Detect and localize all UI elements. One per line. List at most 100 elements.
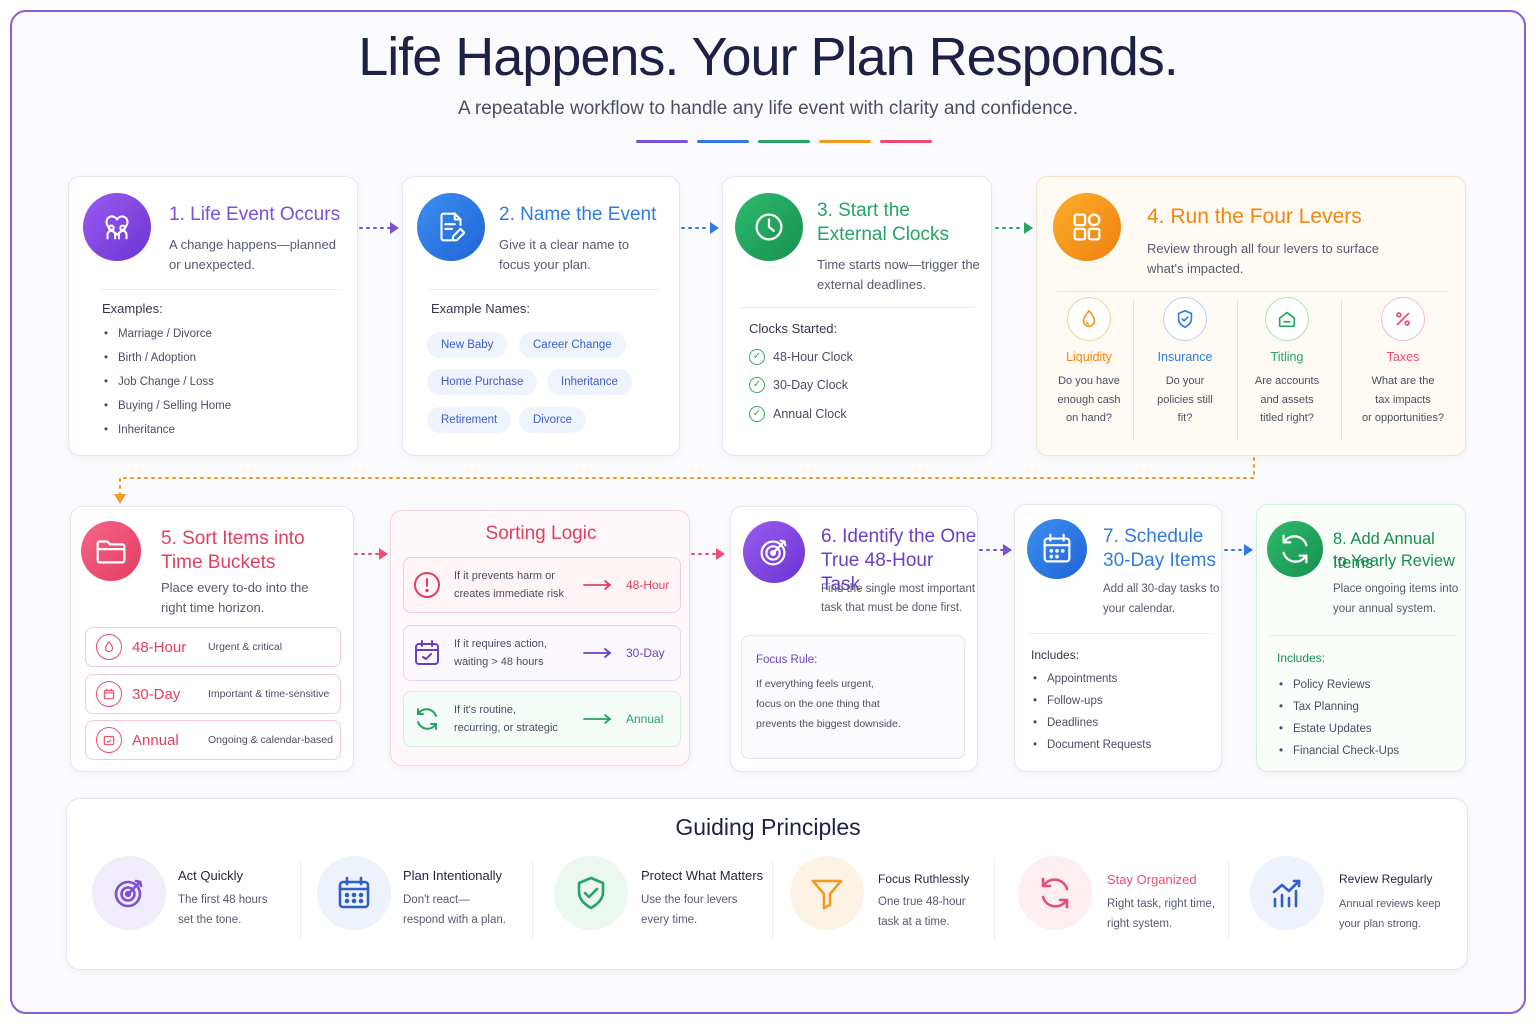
percent-icon — [1381, 297, 1425, 341]
list-item: Financial Check-Ups — [1279, 740, 1399, 762]
lever-name: Insurance — [1157, 350, 1213, 364]
example-name-chip: Home Purchase — [427, 369, 538, 395]
sorting-rule-30-day: If it requires action,waiting > 48 hours… — [403, 625, 681, 681]
step2-divider — [427, 289, 661, 290]
list-item: Estate Updates — [1279, 718, 1399, 740]
calendar-icon — [1027, 519, 1087, 579]
step8-includes-list: Policy Reviews Tax Planning Estate Updat… — [1279, 674, 1399, 762]
step8-desc-line1: Place ongoing items into — [1333, 583, 1459, 595]
arrow-right-icon — [583, 714, 612, 724]
step4-desc-line1: Review through all four levers to surfac… — [1147, 241, 1379, 256]
example-name-chip: New Baby — [427, 332, 508, 358]
principle-separator — [300, 858, 301, 940]
lever-titling: Titling Are accounts and assets titled r… — [1235, 297, 1339, 428]
sorting-result: 48-Hour — [626, 578, 670, 592]
principle-title: Review Regularly — [1339, 872, 1433, 886]
lever-question-line1: Are accounts — [1254, 375, 1320, 387]
color-rule-orange — [819, 140, 871, 143]
list-item: Birth / Adoption — [104, 346, 231, 370]
lever-question-line1: Do you have — [1058, 375, 1120, 387]
step6-desc-line2: task that must be done first. — [821, 602, 963, 614]
step6-card: 6. Identify the One True 48-Hour Task Fi… — [730, 506, 978, 772]
lever-insurance: Insurance Do your policies still fit? — [1133, 297, 1237, 428]
step5-title-line1: 5. Sort Items into — [161, 528, 305, 549]
refresh-icon — [1018, 856, 1092, 930]
bucket-name: 48-Hour — [132, 638, 187, 656]
focus-rule-line1: If everything feels urgent, — [756, 678, 874, 690]
step2-desc-line2: focus your plan. — [499, 257, 591, 272]
grid-icon — [1053, 193, 1121, 261]
step7-title-line2: 30-Day Items — [1103, 550, 1216, 571]
lever-separator — [1133, 299, 1134, 439]
lever-question-line2: and assets — [1260, 393, 1314, 406]
calendar-icon — [317, 856, 391, 930]
principle-plan-intentionally: Plan Intentionally Don't react—respond w… — [317, 852, 537, 936]
principle-title: Act Quickly — [178, 868, 244, 883]
focus-rule-box: Focus Rule: If everything feels urgent, … — [741, 635, 965, 759]
sorting-result: 30-Day — [626, 646, 665, 660]
step8-card: 8. Add Annual Items to Yearly Review Pla… — [1256, 504, 1466, 772]
clock-item: ✓Annual Clock — [749, 404, 847, 424]
list-item: Buying / Selling Home — [104, 394, 231, 418]
principle-title: Plan Intentionally — [403, 868, 503, 883]
list-item: Policy Reviews — [1279, 674, 1399, 696]
step8-title-line2: to Yearly Review — [1333, 552, 1455, 570]
arrow-right-icon — [583, 648, 612, 658]
lever-taxes: Taxes What are the tax impacts or opport… — [1343, 297, 1463, 428]
focus-rule-line3: prevents the biggest downside. — [756, 718, 901, 730]
bucket-desc: Important & time-sensitive — [208, 688, 330, 700]
step7-title-line1: 7. Schedule — [1103, 526, 1204, 547]
step8-list-title: Includes: — [1277, 651, 1326, 665]
step3-divider — [741, 307, 975, 308]
calendar-icon — [96, 681, 122, 707]
step7-desc-line1: Add all 30-day tasks to — [1103, 583, 1220, 595]
arrow-right-icon — [583, 580, 612, 590]
time-bucket-48-hour: 48-Hour Urgent & critical — [85, 627, 341, 667]
principle-title: Stay Organized — [1107, 872, 1197, 887]
principle-desc: Right task, right time,right system. — [1107, 898, 1216, 930]
lever-question-line2: tax impacts — [1375, 393, 1431, 406]
step5-desc-line2: right time horizon. — [161, 600, 265, 615]
principle-title: Protect What Matters — [641, 868, 764, 883]
check-circle-icon: ✓ — [749, 349, 765, 365]
page-subtitle: A repeatable workflow to handle any life… — [458, 98, 1078, 119]
list-item: Marriage / Divorce — [104, 322, 231, 346]
clock-icon — [735, 193, 803, 261]
lever-liquidity: Liquidity Do you have enough cash on han… — [1037, 297, 1141, 428]
clock-item: ✓30-Day Clock — [749, 375, 848, 395]
page-title: Life Happens. Your Plan Responds. — [358, 27, 1179, 87]
bucket-name: Annual — [132, 731, 179, 749]
step8-desc-line2: your annual system. — [1333, 603, 1436, 615]
color-rule-pink — [880, 140, 932, 143]
sorting-rule-text: If it requires action,waiting > 48 hours — [454, 638, 547, 668]
lever-question-line3: fit? — [1177, 412, 1193, 424]
alert-icon — [412, 570, 442, 600]
lever-question-line3: titled right? — [1260, 412, 1314, 424]
step2-card: 2. Name the Event Give it a clear name t… — [402, 176, 680, 456]
calendar-icon — [412, 638, 442, 668]
drop-icon — [96, 634, 122, 660]
lever-question-line3: or opportunities? — [1362, 412, 1444, 424]
lever-name: Liquidity — [1066, 350, 1112, 364]
focus-rule-line2: focus on the one thing that — [756, 698, 880, 710]
step3-title-line1: 3. Start the — [817, 200, 910, 221]
example-name-chip: Career Change — [519, 332, 626, 358]
principle-desc: Don't react—respond with a plan. — [403, 894, 506, 926]
folder-icon — [81, 521, 141, 581]
bucket-desc: Urgent & critical — [208, 641, 283, 653]
principle-separator — [994, 858, 995, 940]
lever-name: Titling — [1270, 350, 1304, 364]
home-icon — [1265, 297, 1309, 341]
funnel-icon — [790, 856, 864, 930]
step4-card: 4. Run the Four Levers Review through al… — [1036, 176, 1466, 456]
step3-card: 3. Start the External Clocks Time starts… — [722, 176, 992, 456]
guiding-principles-title: Guiding Principles — [675, 814, 861, 840]
